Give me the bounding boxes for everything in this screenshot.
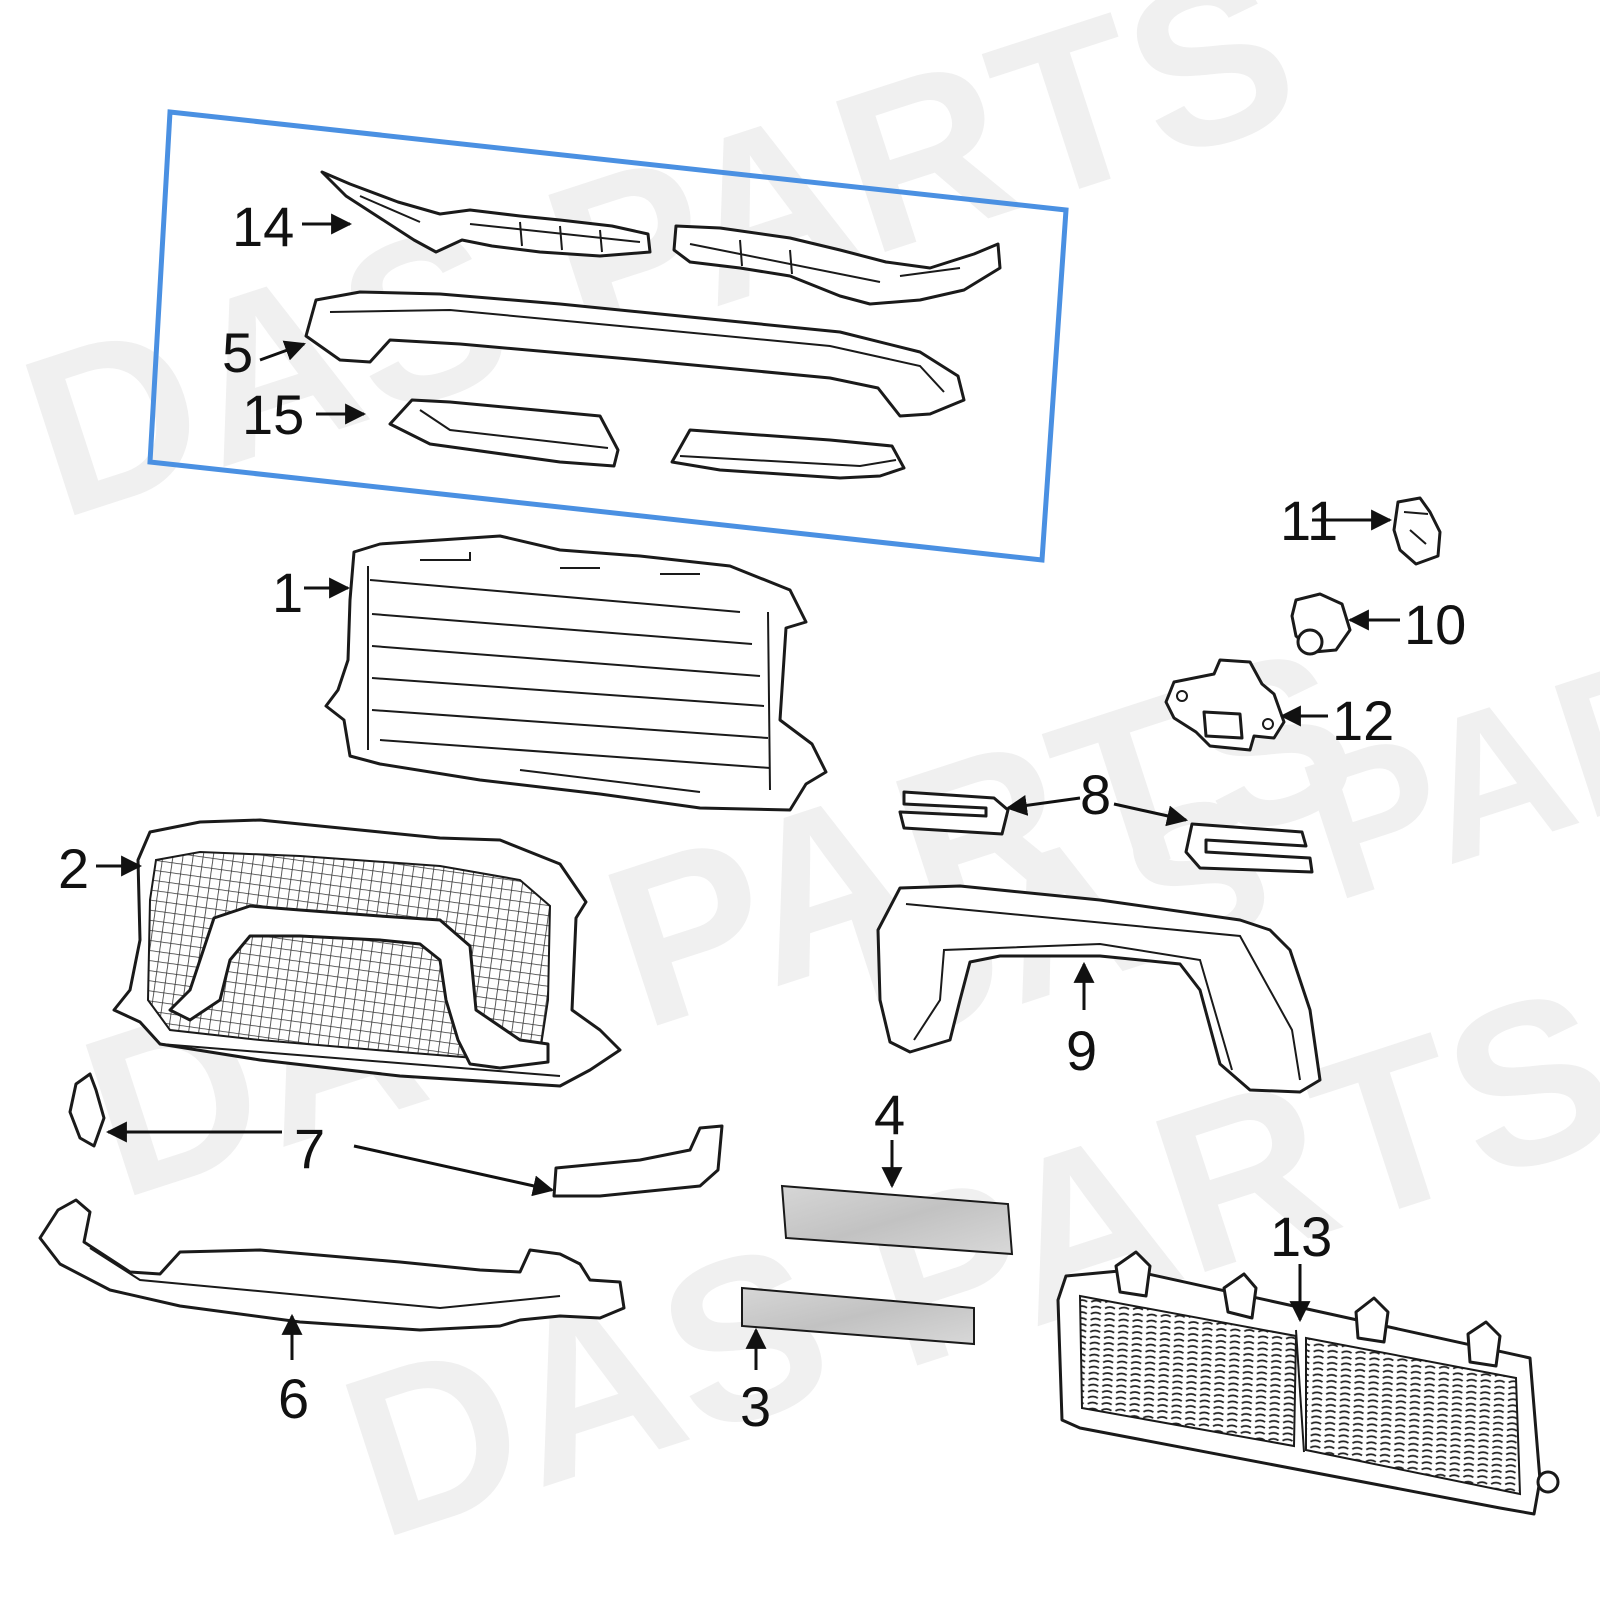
part-12-sensor-bracket[interactable]	[1164, 658, 1286, 752]
callout-13: 13	[1270, 1205, 1332, 1268]
part-3-film[interactable]	[741, 1286, 975, 1346]
part-8-clips[interactable]	[898, 790, 1314, 874]
arrow-5	[259, 340, 306, 362]
callout-11: 11	[1280, 489, 1338, 552]
part-14-bracket[interactable]	[320, 170, 1002, 306]
watermark-text: DAS PARTS	[0, 0, 1323, 567]
callout-7: 7	[294, 1117, 325, 1180]
callout-8: 8	[1080, 763, 1111, 826]
arrow-7b	[353, 1144, 555, 1197]
part-1-upper-grille[interactable]	[324, 534, 828, 812]
part-11-clip[interactable]	[1392, 496, 1442, 566]
callout-9: 9	[1066, 1019, 1097, 1082]
callout-1: 1	[272, 561, 303, 624]
callout-4: 4	[874, 1083, 905, 1146]
callout-14: 14	[232, 195, 294, 258]
arrow-8b	[1113, 802, 1189, 827]
arrow-8a	[1005, 794, 1081, 816]
highlight-box	[147, 109, 1069, 563]
callout-3: 3	[740, 1375, 771, 1438]
part-4-film[interactable]	[780, 1184, 1014, 1256]
part-5-bezel[interactable]	[304, 290, 966, 418]
callout-12: 12	[1332, 689, 1394, 752]
part-10-fastener[interactable]	[1290, 592, 1352, 656]
part-15-inserts[interactable]	[388, 398, 906, 480]
callout-6: 6	[278, 1367, 309, 1430]
leader-arrows	[96, 213, 1400, 1370]
part-7-corner-trims[interactable]	[68, 1072, 724, 1198]
callout-10: 10	[1404, 593, 1466, 656]
callout-2: 2	[58, 837, 89, 900]
part-9-lower-bezel[interactable]	[876, 884, 1322, 1094]
callout-5: 5	[222, 321, 253, 384]
part-13-honeycomb-insert[interactable]	[1056, 1250, 1560, 1516]
callout-15: 15	[242, 383, 304, 446]
callout-labels: 14 5 15 11 10 12 1 8 2 9 7 4 6 3 13	[58, 195, 1466, 1438]
part-6-lower-bar[interactable]	[38, 1198, 626, 1332]
part-2-mesh-grille[interactable]	[112, 818, 622, 1088]
